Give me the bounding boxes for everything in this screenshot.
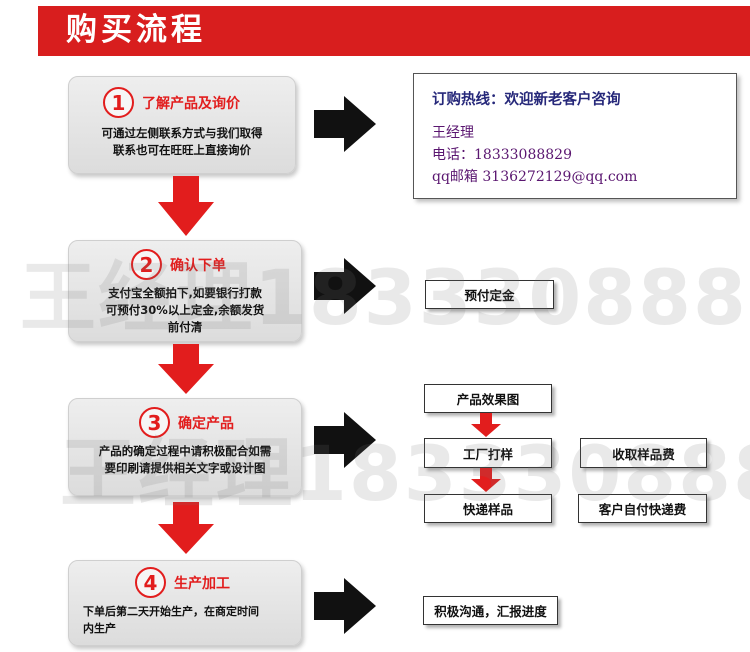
down-arrow-1 <box>158 176 214 236</box>
header-banner <box>38 6 750 56</box>
step-1-number: 1 <box>103 87 134 118</box>
step-2-desc-line: 支付宝全额拍下,如要银行打款 <box>108 286 262 300</box>
down-arrow-3 <box>158 502 214 554</box>
step-4-title: 生产加工 <box>174 575 230 592</box>
step-4-card: 4 生产加工 下单后第二天开始生产，在商定时间 内生产 <box>68 560 302 646</box>
right-arrow-3 <box>314 412 376 468</box>
contact-qq: qq邮箱 3136272129@qq.com <box>432 169 638 185</box>
step-2-number: 2 <box>131 249 162 280</box>
step-1-title: 了解产品及询价 <box>142 95 240 112</box>
step-3-number: 3 <box>139 407 170 438</box>
down-arrow-2 <box>158 344 214 394</box>
step-2-desc-line: 前付清 <box>167 320 203 334</box>
sample-fee-box: 收取样品费 <box>580 438 707 468</box>
watermark-row-1: 王经理18333088829 <box>20 253 750 342</box>
hotline-text: 订购热线：欢迎新老客户咨询 <box>432 91 621 108</box>
step-4-desc-line: 内生产 <box>83 622 116 635</box>
step-3-desc-line: 要印刷请提供相关文字或设计图 <box>104 461 266 475</box>
right-arrow-4 <box>314 578 376 634</box>
contact-name: 王经理 <box>432 125 474 141</box>
factory-sample-box: 工厂打样 <box>424 438 552 468</box>
step-1-desc-line: 可通过左侧联系方式与我们取得 <box>101 126 263 140</box>
step-2-title: 确认下单 <box>170 257 226 274</box>
right-arrow-2 <box>314 258 376 314</box>
step-4-number: 4 <box>135 567 166 598</box>
step-4-desc-line: 下单后第二天开始生产，在商定时间 <box>83 605 259 618</box>
contact-box: 订购热线：欢迎新老客户咨询 王经理 电话：18333088829 qq邮箱 31… <box>413 73 737 199</box>
step-2-desc-line: 可预付30%以上定金,余额发货 <box>105 303 265 317</box>
page-title: 购买流程 <box>66 12 206 48</box>
sub-down-arrow-2 <box>471 468 501 492</box>
express-sample-box: 快递样品 <box>424 494 552 523</box>
communicate-box: 积极沟通，汇报进度 <box>423 596 558 625</box>
step-3-title: 确定产品 <box>178 415 234 432</box>
step-1-desc-line: 联系也可在旺旺上直接询价 <box>113 143 251 157</box>
customer-pays-express-box: 客户自付快递费 <box>578 494 707 523</box>
step-3-card: 3 确定产品 产品的确定过程中请积极配合如需 要印刷请提供相关文字或设计图 <box>68 398 302 496</box>
right-arrow-1 <box>314 96 376 152</box>
step-1-card: 1 了解产品及询价 可通过左侧联系方式与我们取得 联系也可在旺旺上直接询价 <box>68 76 296 174</box>
deposit-box: 预付定金 <box>425 280 554 309</box>
contact-phone: 电话：18333088829 <box>432 147 572 163</box>
watermark-row-2: 王经理18333088829 <box>60 429 750 518</box>
step-2-card: 2 确认下单 支付宝全额拍下,如要银行打款 可预付30%以上定金,余额发货 前付… <box>68 240 302 342</box>
sub-down-arrow-1 <box>471 413 501 437</box>
step-3-desc-line: 产品的确定过程中请积极配合如需 <box>98 444 272 458</box>
effect-image-box: 产品效果图 <box>424 384 552 413</box>
